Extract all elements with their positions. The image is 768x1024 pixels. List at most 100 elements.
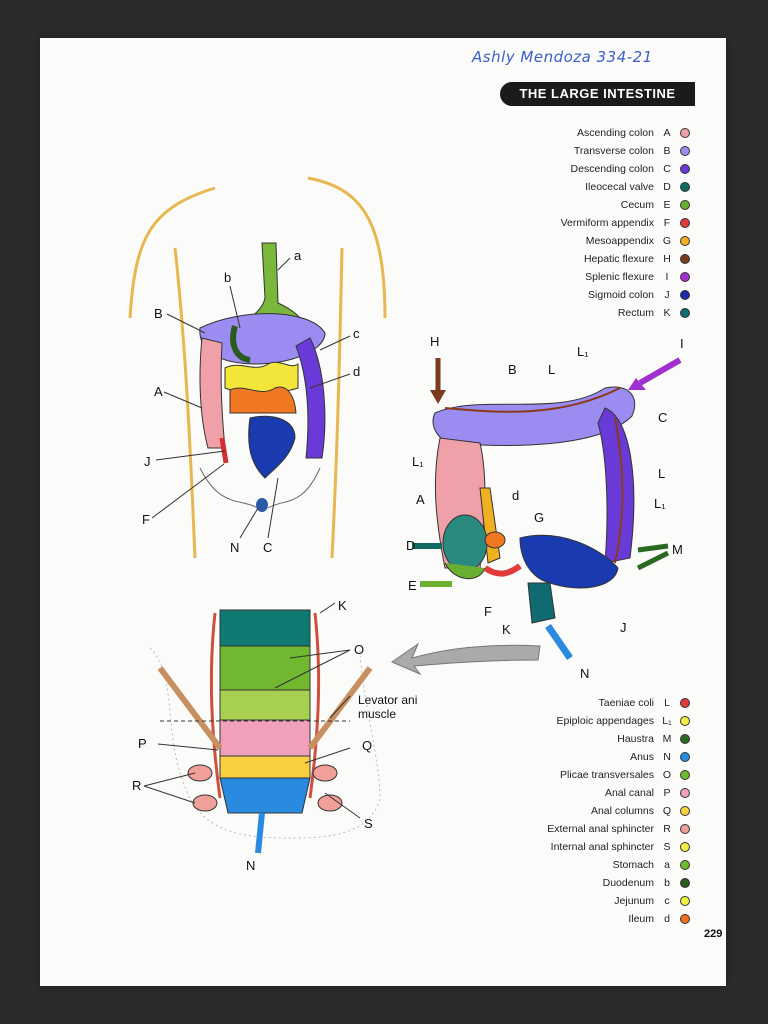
legend-bottom-row: Taeniae coli L [454,694,694,712]
label-d: d [353,364,360,379]
colon-label-J: J [620,620,627,635]
colon-cecum [442,514,488,572]
legend-bottom-name: Taeniae coli [598,697,654,709]
legend-bottom-color-swatch [680,806,690,816]
rectum-label-Q: Q [362,738,372,753]
label-b: b [224,270,231,285]
colon-taeniae [444,387,624,564]
label-c: c [353,326,360,341]
legend-top-color-swatch [680,272,690,282]
rectum-top [219,609,311,647]
legend-top-name: Ileocecal valve [585,181,654,193]
duodenum-shape [230,325,251,363]
legend-top-letter: I [665,271,669,283]
legend-bottom-letter: a [664,859,670,871]
legend-top-name: Transverse colon [573,145,654,157]
colon-sigmoid [519,534,619,589]
legend-bottom-color-swatch [680,914,690,924]
legend-bottom-row: Anal columns Q [454,802,694,820]
anal-canal-band [219,719,311,757]
ileum-shape [229,386,297,414]
legend-bottom-name: Plicae transversales [560,769,654,781]
anus-region [219,777,311,814]
legend-top-name: Ascending colon [576,127,654,139]
rectum-label-levator: Levator ani [358,693,417,707]
colon-figure: H L₁ I B L C L₁ L A d L₁ G D M E F K J N [406,334,684,681]
colon-label-G: G [534,510,544,525]
colon-descending [597,407,635,564]
anatomy-illustrations: a b B c d A J F N C [128,176,684,873]
rectum-label-P: P [138,736,147,751]
torso-right-outline [307,176,387,319]
legend-top-color-swatch [680,128,690,138]
legend-top-color-swatch [680,236,690,246]
legend-top-letter: K [663,307,671,319]
legend-bottom-name: Jejunum [614,895,654,907]
legend-bottom-name: Epiploic appendages [556,715,655,727]
label-F: F [142,512,150,527]
legend-bottom-letter: S [663,841,671,853]
legend-bottom-name: Anal columns [590,805,654,817]
legend-bottom-letter: P [663,787,671,799]
external-sphincter [187,764,343,812]
legend-top-color-swatch [680,182,690,192]
legend-bottom-name: Internal anal sphincter [550,841,654,853]
legend-top-letter: G [662,235,672,247]
legend-top-name: Descending colon [570,163,654,175]
colon-label-K: K [502,622,511,637]
colon-label-d: d [512,488,519,503]
torso-left-side [173,247,197,559]
rectum-label-R: R [132,778,141,793]
legend-bottom-letter: M [662,733,672,745]
legend-bottom-letter: R [663,823,671,835]
colon-label-L-right: L [658,466,665,481]
legend-bottom-color-swatch [680,842,690,852]
torso-leader-lines [151,257,351,539]
legend-bottom-color-swatch [680,860,690,870]
legend-bottom-row: Stomach a [454,856,694,874]
levator-ani [157,666,373,750]
anus-arrow [255,812,265,854]
appendix-shape [219,437,229,464]
label-C: C [263,540,272,555]
legend-bottom-letter: L [664,697,670,709]
rectum-label-O: O [354,642,364,657]
colon-ileum-stub [484,531,506,549]
legend-bottom-name: Ileum [628,913,654,925]
worksheet-page: Ashly Mendoza 334-21 THE LARGE INTESTINE… [40,38,726,986]
colon-label-L1-top: L₁ [577,344,589,359]
legend-top-row: Cecum E [454,196,694,214]
label-a: a [294,248,302,263]
colon-label-H: H [430,334,439,349]
descending-colon-shape [295,337,326,459]
legend-bottom-row: Internal anal sphincter S [454,838,694,856]
legend-bottom-color-swatch [680,752,690,762]
colon-label-N: N [580,666,589,681]
legend-top-name: Cecum [620,199,654,211]
anus-mark [256,498,268,512]
torso-figure: a b B c d A J F N C [128,176,387,559]
colon-label-C: C [658,410,667,425]
legend-top-color-swatch [680,200,690,210]
legend-top-letter: E [663,199,671,211]
legend-top-letter: H [663,253,671,265]
rectum-label-S: S [364,816,373,831]
legend-bottom-letter: Q [662,805,672,817]
legend-bottom-color-swatch [680,734,690,744]
colon-label-B: B [508,362,517,377]
page-number: 229 [704,928,723,940]
rectum-label-N: N [246,858,255,873]
legend-top-color-swatch [680,254,690,264]
label-B: B [154,306,163,321]
colon-label-I: I [680,336,684,351]
sigmoid-colon-shape [248,415,296,479]
legend-bottom-name: Stomach [612,859,654,871]
